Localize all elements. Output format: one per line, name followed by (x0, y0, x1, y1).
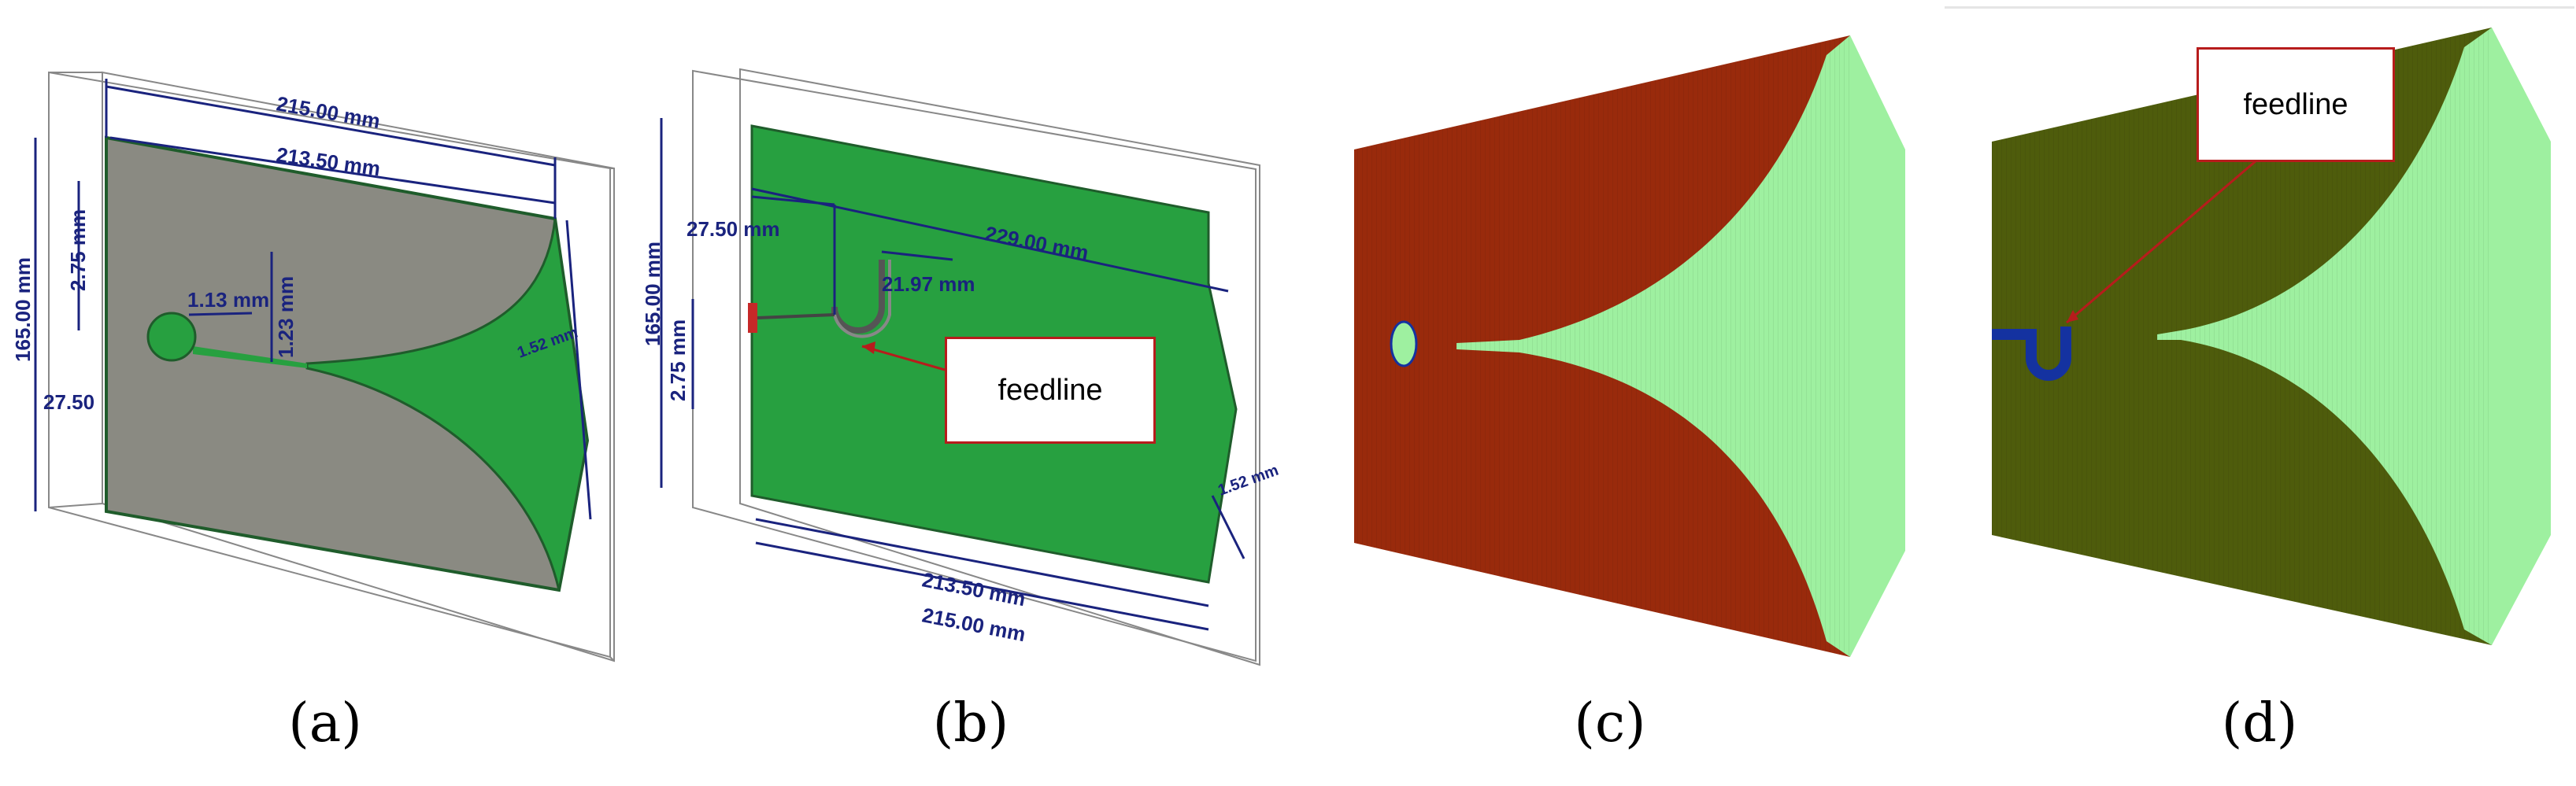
caption-d: (d) (2221, 692, 2298, 755)
panel-d (1968, 0, 2567, 677)
voxel-feedline (1992, 327, 2071, 381)
dim-outer-width: 215.00 mm (275, 91, 382, 133)
feedline-callout-d: feedline (2197, 47, 2395, 162)
dim-feed-position: 27.50 (43, 390, 94, 414)
dimension-lines (660, 118, 1245, 631)
feed-port (748, 303, 757, 333)
antenna-top-view-diagram: 215.00 mm 213.50 mm 165.00 mm 2.75 mm 1.… (11, 71, 615, 662)
dim-feed-gap: 1.23 mm (274, 276, 298, 358)
panel-d-top-rule (1945, 6, 2574, 9)
dim-slot-offset: 2.75 mm (666, 319, 690, 401)
dim-slot-offset: 2.75 mm (66, 209, 90, 291)
dim-feed-position: 27.50 mm (687, 217, 780, 241)
callout-arrow (861, 345, 946, 371)
caption-a: (a) (288, 692, 362, 755)
voxel-model-top (1354, 35, 1905, 657)
voxel-model-bottom (1992, 28, 2551, 645)
voxel-cavity (1390, 320, 1418, 367)
dim-feed-length: 21.97 mm (882, 272, 975, 296)
callout-arrow (2066, 136, 2284, 324)
panel-a: 215.00 mm 213.50 mm 165.00 mm 2.75 mm 1.… (0, 0, 630, 677)
panel-c (1338, 0, 1921, 677)
feedline-u (831, 260, 885, 334)
dim-feed-width: 1.13 mm (187, 288, 269, 312)
dim-inner-width: 213.50 mm (920, 567, 1027, 611)
slot-cavity (146, 312, 197, 362)
tapered-slot-patch (305, 218, 589, 591)
dimension-lines (34, 79, 592, 520)
feedline-callout-b: feedline (945, 337, 1156, 444)
dim-height: 165.00 mm (646, 242, 664, 346)
bounding-box (48, 71, 615, 662)
caption-b: (b) (932, 692, 1009, 755)
dim-outer-width: 215.00 mm (920, 603, 1027, 646)
dim-height: 165.00 mm (11, 257, 35, 362)
caption-c: (c) (1574, 692, 1646, 755)
